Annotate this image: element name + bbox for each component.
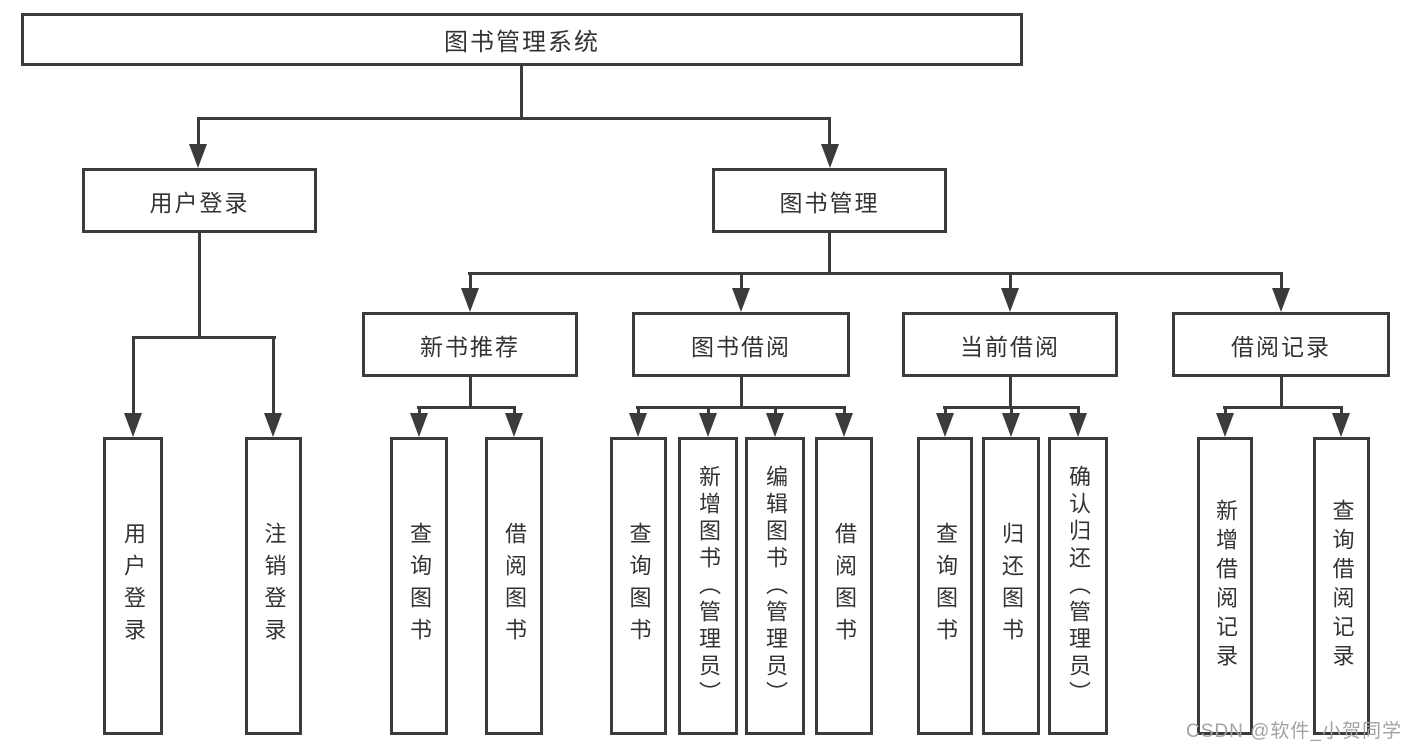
connector-stub xyxy=(1280,377,1283,409)
leaf-query-books-3-label: 查询图书 xyxy=(933,522,958,650)
connector-rail xyxy=(417,406,516,409)
arrow-shaft xyxy=(1009,272,1012,288)
leaf-user-login-label: 用户登录 xyxy=(121,522,146,650)
node-new-book-recommend-label: 新书推荐 xyxy=(420,333,520,360)
arrow-shaft xyxy=(1077,406,1080,413)
arrowhead xyxy=(1001,288,1019,312)
node-current-borrow-label: 当前借阅 xyxy=(960,333,1060,360)
leaf-query-books-3: 查询图书 xyxy=(917,437,973,735)
leaf-return-books-label: 归还图书 xyxy=(999,522,1024,650)
connector-rail xyxy=(1223,406,1343,409)
arrow-shaft xyxy=(418,406,421,413)
node-book-management: 图书管理 xyxy=(712,168,947,233)
connector-rail xyxy=(636,406,846,409)
connector-level2-rail xyxy=(468,272,1283,275)
node-root-label: 图书管理系统 xyxy=(444,29,600,56)
connector-stub xyxy=(1009,377,1012,409)
arrow-shaft xyxy=(1340,406,1343,413)
connector-stub xyxy=(469,377,472,409)
arrow-shaft xyxy=(272,336,275,413)
leaf-query-borrow-record-label: 查询借阅记录 xyxy=(1329,499,1355,673)
leaf-query-books-2: 查询图书 xyxy=(610,437,667,735)
node-book-borrow-label: 图书借阅 xyxy=(691,333,791,360)
leaf-borrow-books-1-label: 借阅图书 xyxy=(502,522,527,650)
connector-user-login-rail xyxy=(132,336,276,339)
arrowhead xyxy=(1069,413,1087,437)
arrow-shaft xyxy=(828,117,831,144)
connector-book-mgmt-stub xyxy=(828,233,831,275)
arrowhead xyxy=(699,413,717,437)
arrowhead xyxy=(1332,413,1350,437)
arrow-shaft xyxy=(1010,406,1013,413)
node-book-management-label: 图书管理 xyxy=(779,189,880,216)
arrowhead xyxy=(835,413,853,437)
connector-level1-rail xyxy=(197,117,831,120)
arrow-shaft xyxy=(1280,272,1283,288)
arrowhead xyxy=(732,288,750,312)
leaf-query-books-1: 查询图书 xyxy=(390,437,448,735)
leaf-confirm-return-admin: 确认归还（管理员） xyxy=(1048,437,1108,735)
arrow-shaft xyxy=(197,117,200,144)
arrow-shaft xyxy=(513,406,516,413)
arrowhead xyxy=(766,413,784,437)
node-current-borrow: 当前借阅 xyxy=(902,312,1118,377)
node-user-login-label: 用户登录 xyxy=(149,189,250,216)
arrowhead xyxy=(1002,413,1020,437)
node-new-book-recommend: 新书推荐 xyxy=(362,312,578,377)
arrow-shaft xyxy=(469,272,472,288)
leaf-logout-label: 注销登录 xyxy=(261,522,287,650)
arrowhead xyxy=(1272,288,1290,312)
csdn-watermark: CSDN @软件_小贺同学 xyxy=(1186,721,1402,742)
arrowhead xyxy=(124,413,142,437)
leaf-query-borrow-record: 查询借阅记录 xyxy=(1313,437,1370,735)
connector-trunk xyxy=(520,66,523,120)
arrowhead xyxy=(821,144,839,168)
leaf-borrow-books-2-label: 借阅图书 xyxy=(832,522,857,650)
arrow-shaft xyxy=(944,406,947,413)
node-user-login: 用户登录 xyxy=(82,168,317,233)
arrowhead xyxy=(410,413,428,437)
leaf-edit-books-admin-label: 编辑图书（管理员） xyxy=(763,464,788,708)
leaf-borrow-books-2: 借阅图书 xyxy=(815,437,873,735)
leaf-add-books-admin-label: 新增图书（管理员） xyxy=(696,464,721,708)
node-borrow-records-label: 借阅记录 xyxy=(1231,333,1331,360)
arrow-shaft xyxy=(132,336,135,413)
arrow-shaft xyxy=(637,406,640,413)
arrowhead xyxy=(1216,413,1234,437)
arrowhead xyxy=(629,413,647,437)
arrow-shaft xyxy=(843,406,846,413)
arrowhead xyxy=(505,413,523,437)
arrowhead xyxy=(264,413,282,437)
leaf-add-books-admin: 新增图书（管理员） xyxy=(678,437,738,735)
arrowhead xyxy=(936,413,954,437)
leaf-confirm-return-admin-label: 确认归还（管理员） xyxy=(1066,464,1091,708)
arrowhead xyxy=(189,144,207,168)
leaf-user-login: 用户登录 xyxy=(103,437,163,735)
leaf-query-books-1-label: 查询图书 xyxy=(407,522,432,650)
node-book-borrow: 图书借阅 xyxy=(632,312,850,377)
leaf-query-books-2-label: 查询图书 xyxy=(626,522,652,650)
leaf-edit-books-admin: 编辑图书（管理员） xyxy=(745,437,805,735)
leaf-return-books: 归还图书 xyxy=(982,437,1040,735)
arrow-shaft xyxy=(1224,406,1227,413)
leaf-borrow-books-1: 借阅图书 xyxy=(485,437,543,735)
connector-stub xyxy=(740,377,743,409)
arrowhead xyxy=(461,288,479,312)
node-borrow-records: 借阅记录 xyxy=(1172,312,1390,377)
arrow-shaft xyxy=(707,406,710,413)
node-root: 图书管理系统 xyxy=(21,13,1023,66)
arrow-shaft xyxy=(774,406,777,413)
arrow-shaft xyxy=(740,272,743,288)
leaf-add-borrow-record-label: 新增借阅记录 xyxy=(1213,499,1238,673)
connector-user-login-stub xyxy=(198,233,201,339)
leaf-logout: 注销登录 xyxy=(245,437,302,735)
leaf-add-borrow-record: 新增借阅记录 xyxy=(1197,437,1253,735)
